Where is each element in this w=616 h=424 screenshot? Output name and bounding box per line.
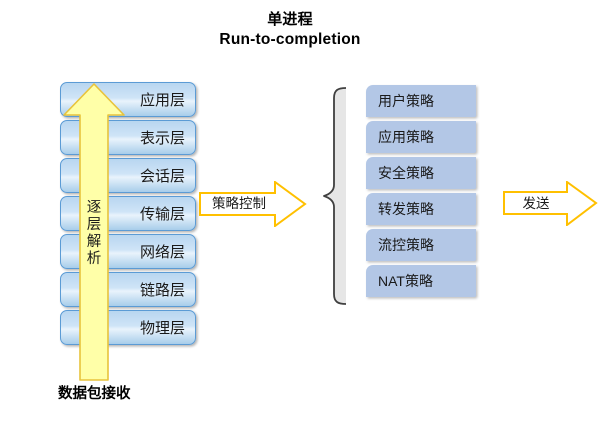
title-line-chinese: 单进程 [267, 11, 313, 28]
osi-layer-label: 表示层 [139, 130, 185, 147]
osi-layer-label: 链路层 [139, 282, 185, 299]
parse-char-2: 层 [86, 217, 102, 233]
send-arrow-right-icon[interactable]: 发送 [503, 181, 598, 226]
policy-item-flow-control[interactable]: 流控策略 [366, 229, 476, 261]
policy-control-label: 策略控制 [212, 196, 266, 211]
policy-list: 用户策略 应用策略 安全策略 转发策略 流控策略 NAT策略 [366, 85, 476, 303]
send-label: 发送 [522, 196, 550, 211]
policy-control-arrow-right-icon[interactable]: 策略控制 [199, 181, 307, 227]
osi-layer-label: 会话层 [139, 168, 185, 185]
policy-group-brace-icon [322, 86, 348, 306]
policy-item-user[interactable]: 用户策略 [366, 85, 476, 117]
policy-item-nat[interactable]: NAT策略 [366, 265, 476, 297]
policy-item-label: NAT策略 [378, 273, 433, 289]
parse-char-4: 析 [86, 251, 102, 267]
policy-item-label: 应用策略 [378, 129, 434, 145]
parse-arrow-label: 逐 层 解 析 [62, 200, 126, 268]
title-line-english: Run-to-completion [219, 31, 361, 49]
osi-layer-label: 应用层 [139, 92, 185, 109]
packet-receive-caption: 数据包接收 [58, 386, 131, 402]
policy-item-security[interactable]: 安全策略 [366, 157, 476, 189]
osi-layer-label: 网络层 [139, 244, 185, 261]
parse-char-1: 逐 [86, 200, 102, 216]
layer-by-layer-parse-arrow-up-icon: 逐 层 解 析 [62, 82, 126, 382]
policy-item-forwarding[interactable]: 转发策略 [366, 193, 476, 225]
osi-layer-label: 物理层 [139, 320, 185, 337]
osi-layer-label: 传输层 [139, 206, 185, 223]
policy-item-label: 流控策略 [378, 237, 434, 253]
policy-item-label: 安全策略 [378, 165, 434, 181]
policy-item-label: 转发策略 [378, 201, 434, 217]
diagram-title: 单进程 Run-to-completion [150, 10, 430, 51]
policy-item-label: 用户策略 [378, 93, 434, 109]
parse-char-3: 解 [86, 234, 102, 250]
policy-item-application[interactable]: 应用策略 [366, 121, 476, 153]
